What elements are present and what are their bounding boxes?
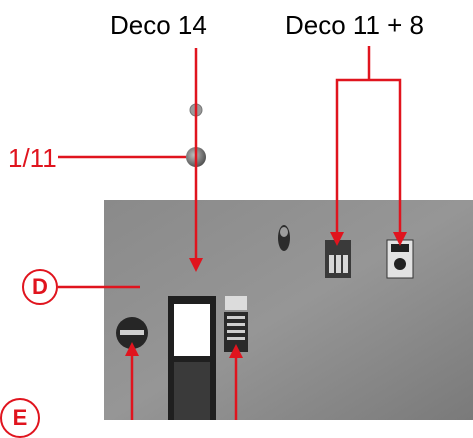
- round-badge-mark: [120, 330, 144, 335]
- callout-deco-11-8: Deco 11 + 8: [285, 10, 425, 40]
- callout-1-11: 1/11: [8, 143, 57, 173]
- e-device-cap: [225, 296, 247, 310]
- deco-11-slot: [343, 255, 348, 273]
- marker-d: D: [22, 269, 58, 305]
- deco-11-slot: [336, 255, 341, 273]
- toggle-highlight: [280, 227, 288, 237]
- deco-8-dial: [394, 258, 406, 270]
- deco-14-window: [174, 304, 210, 356]
- deco-8-top: [391, 244, 409, 252]
- deco-11-slot: [329, 255, 334, 273]
- deco-14-lower: [174, 362, 210, 420]
- e-device-stripe: [227, 316, 245, 319]
- callout-lines: [58, 46, 402, 420]
- e-device-stripe: [227, 337, 245, 340]
- callout-arrowheads: [125, 232, 407, 358]
- e-device-stripe: [227, 323, 245, 326]
- marker-e: E: [0, 398, 40, 438]
- diagram-stage: Deco 14 Deco 11 + 8 1/11 D E: [0, 10, 473, 438]
- e-device-stripe: [227, 330, 245, 333]
- diagram-graphics: [58, 46, 473, 420]
- callout-deco-14: Deco 14: [110, 10, 207, 40]
